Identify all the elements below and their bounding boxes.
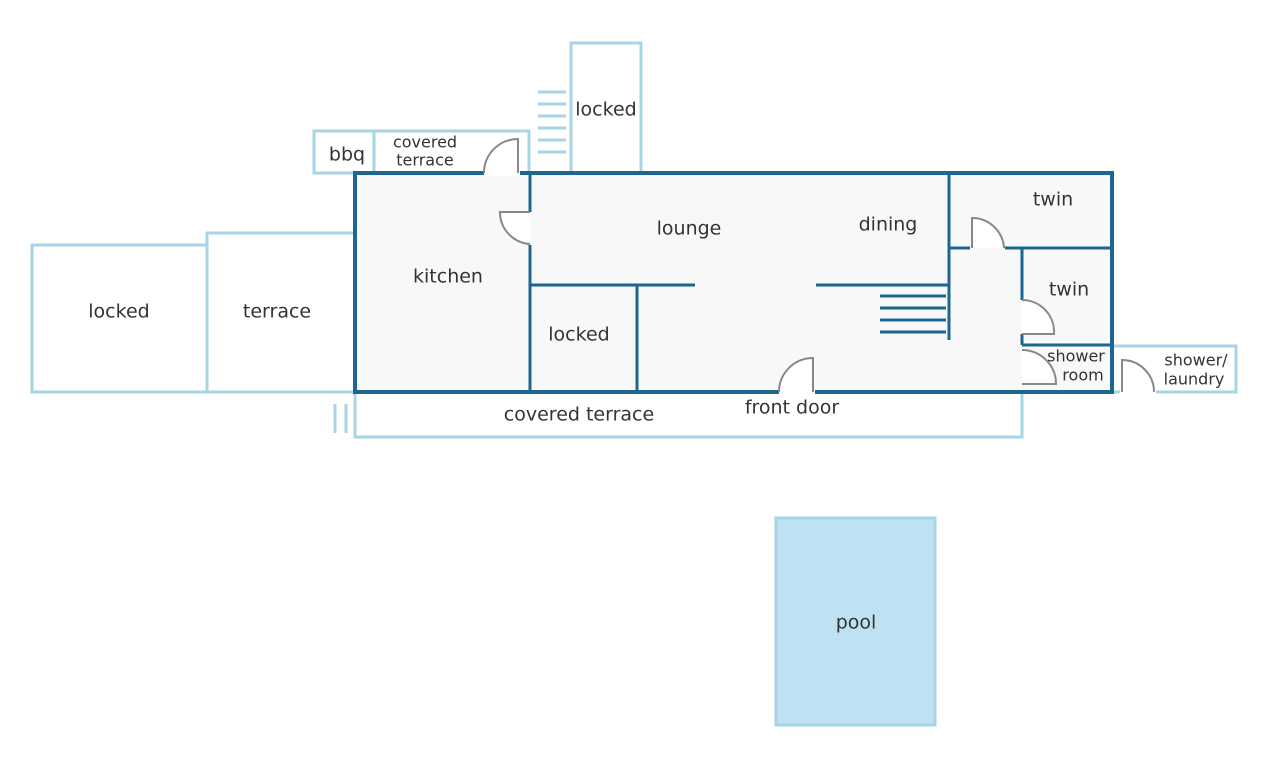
label-bbq: bbq: [329, 144, 365, 166]
label-shower-laundry-1: shower/: [1164, 351, 1228, 370]
pool: [774, 516, 937, 727]
door-twin-right: [1021, 298, 1056, 335]
label-front-door: front door: [745, 397, 840, 419]
label-shower-room-2: room: [1062, 366, 1103, 385]
doors: [483, 137, 1156, 395]
door-kitchen: [498, 211, 531, 245]
main-house: [353, 171, 1114, 394]
door-shower-laundry: [1121, 358, 1155, 393]
door-twin-top: [971, 216, 1005, 249]
label-shower-laundry-2: laundry: [1164, 370, 1225, 389]
label-twin-1: twin: [1033, 189, 1073, 211]
door-covered-terrace-top: [483, 137, 519, 174]
label-terrace: terrace: [243, 301, 311, 323]
label-locked-left: locked: [88, 301, 149, 323]
interior-stairs: [880, 294, 946, 334]
label-locked-top: locked: [575, 99, 636, 121]
label-covered-terrace-top-2: terrace: [396, 151, 453, 170]
label-pool: pool: [836, 612, 877, 634]
door-front: [778, 356, 814, 393]
label-lounge: lounge: [657, 218, 722, 240]
top-stairs: [538, 90, 566, 154]
label-locked-center: locked: [548, 324, 609, 346]
label-covered-terrace-top-1: covered: [393, 133, 457, 152]
covered-terrace-bottom: [353, 392, 1024, 439]
label-kitchen: kitchen: [413, 266, 483, 288]
label-twin-2: twin: [1049, 279, 1089, 301]
door-shower-room: [1021, 349, 1058, 385]
label-shower-room-1: shower: [1047, 347, 1105, 366]
interior-walls: [528, 173, 1112, 392]
label-dining: dining: [859, 214, 918, 236]
room-labels: locked bbq covered terrace kitchen loung…: [88, 99, 1228, 634]
terrace-edge-marks: [333, 404, 348, 433]
label-covered-terrace-bottom: covered terrace: [504, 404, 654, 426]
